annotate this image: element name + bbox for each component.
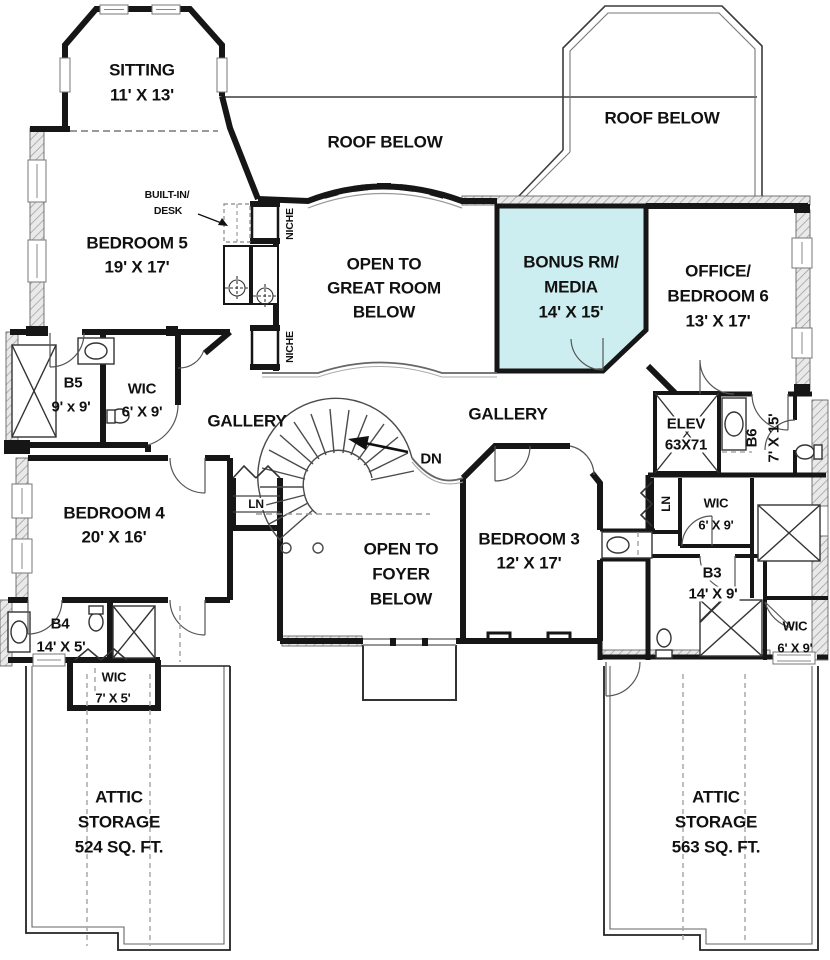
room-label-bedroom3: BEDROOM 3 [478, 529, 580, 549]
room-dims-bath6: 7' X 15' [765, 413, 783, 463]
room-dims-bonus: 14' X 15' [538, 302, 604, 322]
label-built-in-desk-2: DESK [153, 204, 183, 217]
label-gallery-left: GALLERY [207, 411, 287, 431]
room-label-wic-right: WIC [703, 495, 729, 511]
bonus-room-highlight [494, 203, 649, 374]
gallery-rails [262, 361, 497, 485]
room-label-sitting: SITTING [109, 60, 175, 80]
bifold-doors [74, 464, 653, 661]
room-label-wic-b5: WIC [127, 380, 157, 398]
room-label-bath6: B6 [743, 428, 761, 448]
label-open-great-3: BELOW [352, 302, 416, 322]
label-attic-left-3: 524 SQ. FT. [74, 837, 164, 857]
label-linen-left: LN [246, 497, 266, 511]
label-open-foyer-1: OPEN TO [363, 539, 439, 559]
room-label-bedroom4: BEDROOM 4 [63, 503, 165, 523]
room-dims-wic-right: 6' X 9' [698, 517, 734, 533]
label-attic-right-3: 563 SQ. FT. [671, 837, 761, 857]
dims-elevator: 63X71 [662, 436, 710, 454]
down-arrow [348, 436, 409, 454]
foyer-bay [362, 638, 457, 701]
room-dims-bath3: 14' X 9' [686, 585, 740, 603]
roof-outlines [225, 5, 763, 198]
room-dims-bath5: 9' x 9' [51, 398, 91, 416]
room-dims-bedroom3: 12' X 17' [496, 553, 562, 573]
label-built-in-desk-1: BUILT-IN/ [144, 188, 190, 201]
room-label-bath5: B5 [63, 374, 83, 392]
niches-and-columns [197, 201, 280, 370]
windows [11, 4, 829, 667]
label-stairs-down: DN [420, 450, 442, 468]
room-label-wic-b4: WIC [99, 669, 129, 685]
room-label-bonus-2: MEDIA [544, 277, 598, 297]
label-attic-right-1: ATTIC [692, 787, 740, 807]
label-attic-right-2: STORAGE [674, 812, 758, 832]
room-dims-bedroom4: 20' X 16' [81, 527, 147, 547]
room-dims-office: 13' X 17' [685, 311, 751, 331]
elevator-shaft [653, 391, 721, 475]
label-attic-left-1: ATTIC [95, 787, 143, 807]
linen-shelves [233, 495, 280, 513]
label-niche-top: NICHE [283, 208, 296, 240]
room-dims-sitting: 11' X 13' [110, 85, 174, 105]
room-dims-wic-b4: 7' X 5' [93, 690, 133, 706]
room-dims-bath4: 14' X 5' [36, 638, 86, 656]
attic-outlines [25, 665, 819, 951]
label-attic-left-2: STORAGE [77, 812, 161, 832]
label-elevator: ELEV [664, 415, 708, 433]
room-label-office-1: OFFICE/ [685, 261, 751, 281]
label-open-great-1: OPEN TO [346, 254, 422, 274]
label-roof-below-right: ROOF BELOW [604, 108, 720, 128]
room-label-office-2: BEDROOM 6 [667, 286, 769, 306]
room-label-bonus-1: BONUS RM/ [523, 252, 619, 272]
label-open-great-2: GREAT ROOM [327, 278, 441, 298]
label-open-foyer-3: BELOW [369, 589, 433, 609]
room-label-bedroom5: BEDROOM 5 [86, 233, 188, 253]
room-dims-bedroom5: 19' X 17' [104, 257, 170, 277]
label-roof-below-mid: ROOF BELOW [327, 132, 443, 152]
wall-stubs [4, 204, 810, 454]
room-label-bath4: B4 [50, 615, 70, 633]
room-label-bath3: B3 [700, 564, 724, 582]
room-label-wic-br: WIC [782, 618, 808, 634]
door-swings [27, 332, 796, 697]
fixtures [7, 337, 823, 659]
curved-staircase [256, 397, 430, 554]
label-gallery-right: GALLERY [468, 404, 548, 424]
room-dims-wic-b5: 6' X 9' [121, 403, 163, 421]
label-open-foyer-2: FOYER [372, 564, 430, 584]
label-linen-right: LN [659, 496, 673, 512]
label-niche-bottom: NICHE [283, 331, 296, 363]
room-dims-wic-br: 6' X 9' [777, 640, 813, 656]
